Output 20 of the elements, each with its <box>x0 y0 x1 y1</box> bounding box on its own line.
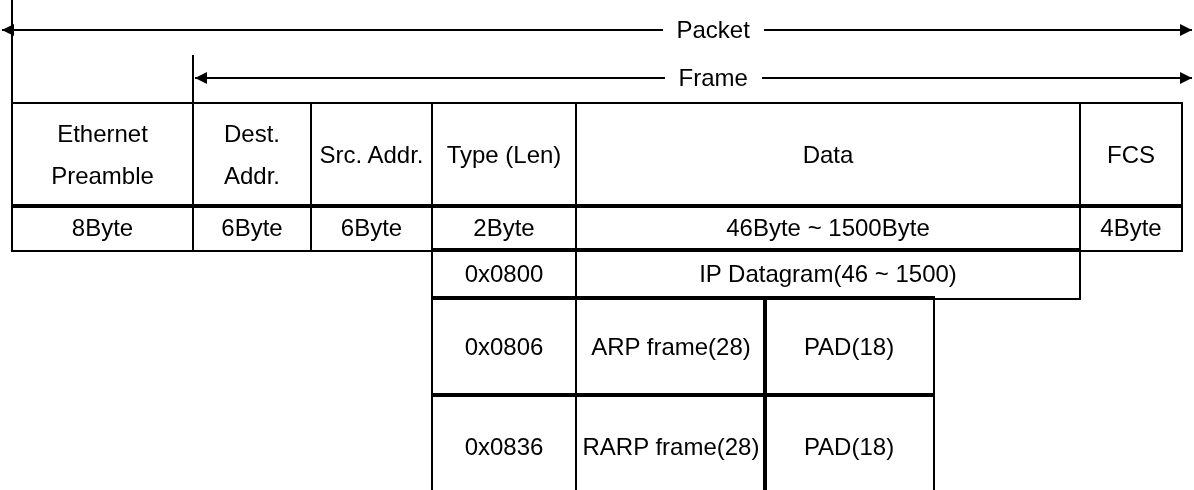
field-size: 8Byte <box>11 204 194 252</box>
field-size: 2Byte <box>431 204 577 252</box>
payload-field: RARP frame(28) <box>575 393 767 490</box>
field-name: Src. Addr. <box>310 102 433 208</box>
type-code: 0x0806 <box>431 296 577 397</box>
payload-field: ARP frame(28) <box>575 296 767 397</box>
padding-field: PAD(18) <box>763 296 935 397</box>
field-name: Dest. Addr. <box>192 102 312 208</box>
field-name: Data <box>575 102 1081 208</box>
field-name: FCS <box>1079 102 1183 208</box>
field-size: 6Byte <box>310 204 433 252</box>
payload-field: IP Datagram(46 ~ 1500) <box>575 248 1081 300</box>
padding-field: PAD(18) <box>763 393 935 490</box>
type-code: 0x0800 <box>431 248 577 300</box>
field-size: 4Byte <box>1079 204 1183 252</box>
field-size: 46Byte ~ 1500Byte <box>575 204 1081 252</box>
field-size: 6Byte <box>192 204 312 252</box>
type-code: 0x0836 <box>431 393 577 490</box>
field-name: Ethernet Preamble <box>11 102 194 208</box>
field-name: Type (Len) <box>431 102 577 208</box>
